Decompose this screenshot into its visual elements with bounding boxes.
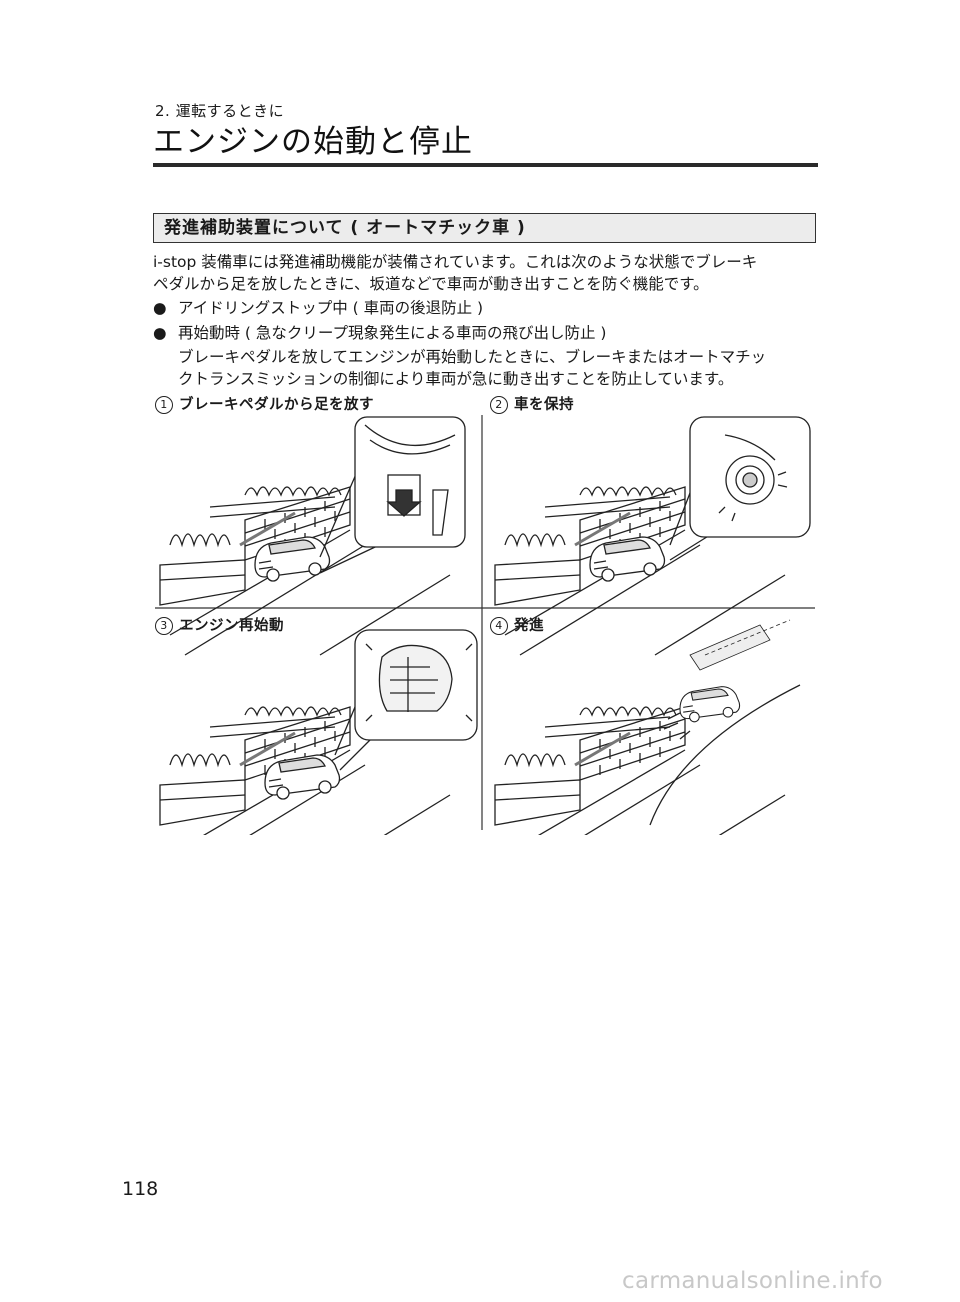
breadcrumb: 2. 運転するときに [155,102,285,120]
page-title: エンジンの始動と停止 [153,124,473,160]
title-rule [153,163,818,167]
panel-caption-text: 車を保持 [514,397,574,413]
panel-1-caption: 1 ブレーキペダルから足を放す [155,395,374,415]
panel-number: 3 [155,617,173,635]
watermark: carmanualsonline.info [622,1268,883,1294]
panel-caption-text: ブレーキペダルから足を放す [179,397,374,413]
bullet-restart: 再始動時 ( 急なクリープ現象発生による車両の飛び出し防止 ) [178,324,607,342]
bullet-restart-detail-1: ブレーキペダルを放してエンジンが再始動したときに、ブレーキまたはオートマチッ [178,348,767,366]
panel-number: 1 [155,396,173,414]
panel-2-caption: 2 車を保持 [490,395,574,415]
bullet-marker: ● [153,299,167,317]
start-assist-illustration [155,415,815,835]
section-heading: 発進補助装置について ( オートマチック車 ) [153,213,816,243]
panel-number: 4 [490,617,508,635]
intro-line-1: i-stop 装備車には発進補助機能が装備されています。これは次のような状態でブ… [153,253,758,271]
bullet-idling-stop: アイドリングストップ中 ( 車両の後退防止 ) [178,299,484,317]
bullet-marker: ● [153,324,167,342]
panel-4-caption: 4 発進 [490,616,544,636]
intro-line-2: ペダルから足を放したときに、坂道などで車両が動き出すことを防ぐ機能です。 [153,275,709,293]
bullet-restart-detail-2: クトランスミッションの制御により車両が急に動き出すことを防止しています。 [178,370,734,388]
panel-caption-text: 発進 [514,618,544,634]
panel-number: 2 [490,396,508,414]
page-number: 118 [122,1178,159,1200]
